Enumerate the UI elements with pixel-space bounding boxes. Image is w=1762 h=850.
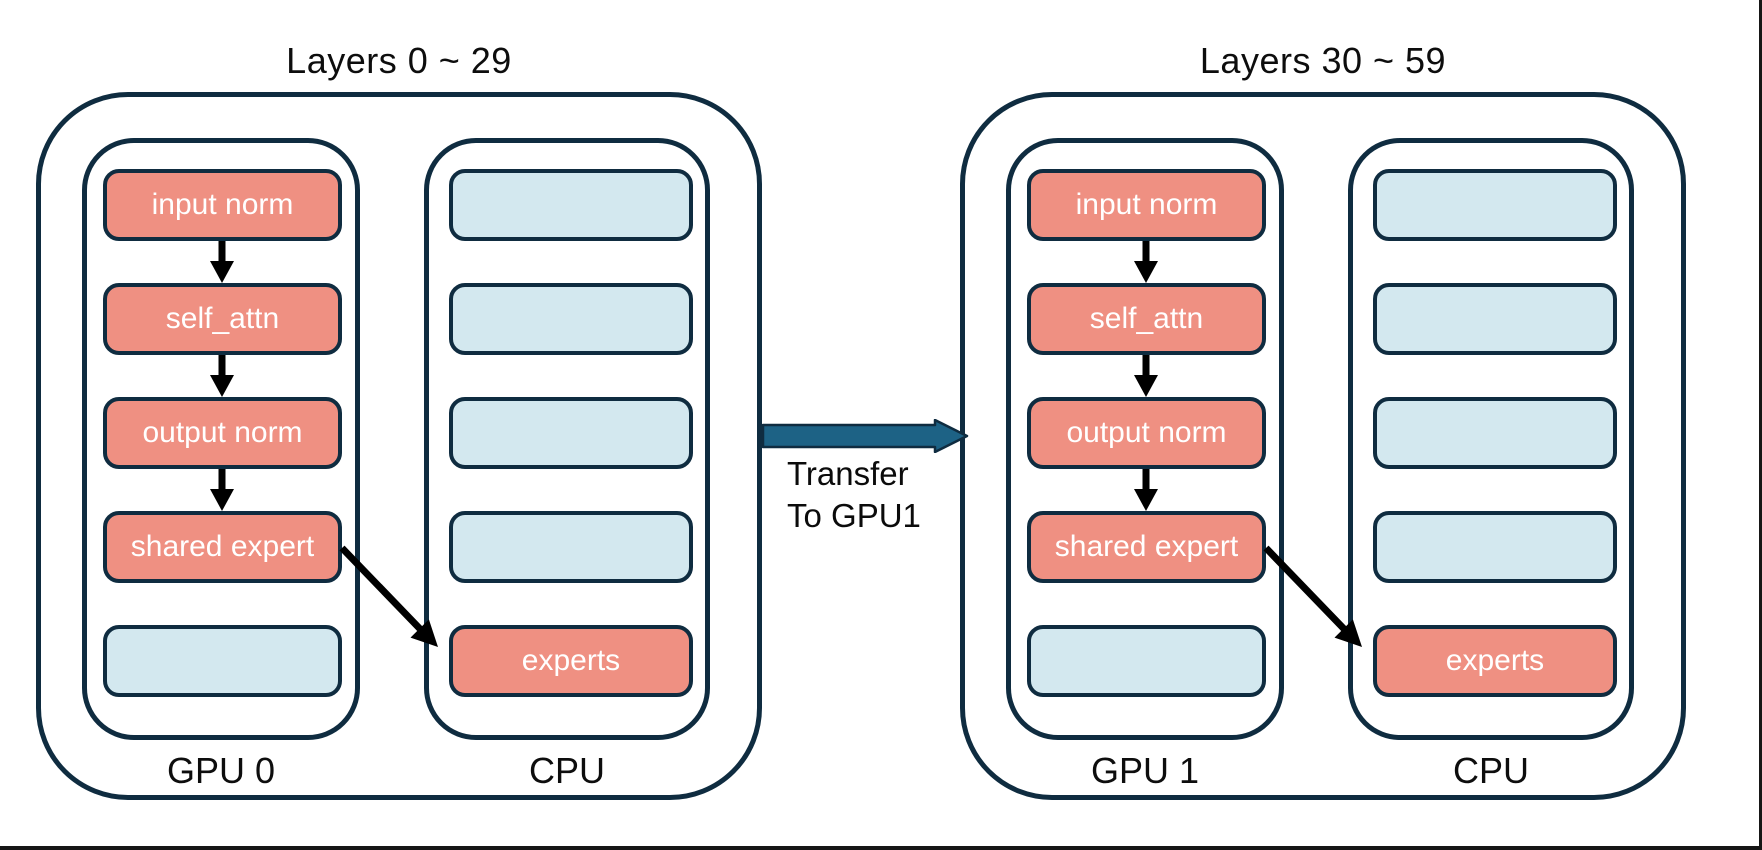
down-arrow-icon bbox=[1134, 355, 1158, 397]
down-arrow-icon bbox=[210, 355, 234, 397]
gpu-label: GPU 0 bbox=[166, 750, 276, 791]
empty-slot bbox=[1027, 625, 1266, 697]
empty-slot bbox=[449, 397, 693, 469]
down-arrow-icon bbox=[210, 469, 234, 511]
empty-slot bbox=[1373, 397, 1617, 469]
empty-slot bbox=[103, 625, 342, 697]
gpu1-column: input norm self_attn output norm shared … bbox=[1006, 138, 1284, 740]
machine-frame: input norm self_attn output norm shared … bbox=[960, 92, 1686, 800]
node-self-attn: self_attn bbox=[1027, 283, 1266, 355]
node-output-norm: output norm bbox=[1027, 397, 1266, 469]
node-output-norm: output norm bbox=[103, 397, 342, 469]
empty-slot bbox=[1373, 283, 1617, 355]
empty-slot bbox=[449, 169, 693, 241]
gpu0-column: input norm self_attn output norm shared … bbox=[82, 138, 360, 740]
node-shared-expert: shared expert bbox=[1027, 511, 1266, 583]
empty-slot bbox=[449, 283, 693, 355]
transfer-label: Transfer To GPU1 bbox=[787, 453, 921, 537]
empty-slot bbox=[1373, 169, 1617, 241]
layer-group-0-29: Layers 0 ~ 29 input norm self_attn outpu… bbox=[36, 30, 762, 800]
node-shared-expert: shared expert bbox=[103, 511, 342, 583]
transfer-arrow-icon bbox=[762, 419, 969, 453]
group-title: Layers 0 ~ 29 bbox=[286, 40, 512, 81]
cpu-column: experts bbox=[1348, 138, 1634, 740]
node-input-norm: input norm bbox=[103, 169, 342, 241]
node-self-attn: self_attn bbox=[103, 283, 342, 355]
node-experts: experts bbox=[1373, 625, 1617, 697]
down-arrow-icon bbox=[1134, 241, 1158, 283]
gpu-label: GPU 1 bbox=[1090, 750, 1200, 791]
cpu-label: CPU bbox=[1452, 750, 1529, 791]
layer-group-30-59: Layers 30 ~ 59 input norm self_attn outp… bbox=[960, 30, 1686, 800]
transfer-label-line1: Transfer bbox=[787, 455, 909, 492]
node-input-norm: input norm bbox=[1027, 169, 1266, 241]
transfer-label-line2: To GPU1 bbox=[787, 497, 921, 534]
cpu-label: CPU bbox=[528, 750, 605, 791]
empty-slot bbox=[449, 511, 693, 583]
transfer-arrow-group: Transfer To GPU1 bbox=[762, 419, 972, 539]
cpu-column: experts bbox=[424, 138, 710, 740]
machine-frame: input norm self_attn output norm shared … bbox=[36, 92, 762, 800]
down-arrow-icon bbox=[210, 241, 234, 283]
empty-slot bbox=[1373, 511, 1617, 583]
node-experts: experts bbox=[449, 625, 693, 697]
down-arrow-icon bbox=[1134, 469, 1158, 511]
group-title: Layers 30 ~ 59 bbox=[1199, 40, 1447, 81]
